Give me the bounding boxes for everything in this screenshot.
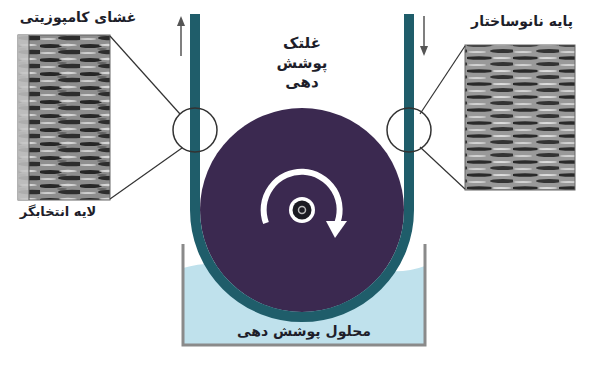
- leader-line: [110, 148, 182, 199]
- leader-line: [420, 147, 465, 189]
- coating-liquid: [183, 262, 425, 345]
- part-label: غلتک پوشش دهی: [265, 34, 339, 93]
- arrow-head: [420, 46, 428, 56]
- leader-line: [420, 46, 465, 114]
- inset-node: پایه نانوساختار: [462, 12, 582, 38]
- inset-node: غشای کامپوزیتی: [14, 8, 142, 32]
- motion-arrow: [180, 24, 182, 56]
- layer-edge: [29, 35, 30, 200]
- arrow-head: [177, 16, 185, 26]
- roller-circle: [200, 108, 404, 312]
- part-label: غشای کامپوزیتی: [14, 8, 142, 26]
- leader-line: [110, 36, 180, 114]
- magnifier-circle: [387, 108, 431, 152]
- magnifier-circle: [173, 108, 217, 152]
- sem-image: [18, 35, 110, 200]
- selective-layer-band: [18, 35, 29, 200]
- part-label: لایه انتخابگر: [12, 204, 104, 221]
- bath-container: [183, 244, 425, 345]
- sem-image: [465, 45, 575, 190]
- membrane-strip: [195, 14, 409, 317]
- part-label: پایه نانوساختار: [462, 12, 582, 30]
- roller-node: غلتک پوشش دهی: [200, 108, 404, 312]
- roller-outline: [200, 108, 404, 312]
- liquid-label: محلول پوشش دهی: [200, 322, 408, 340]
- motion-arrow: [423, 16, 425, 48]
